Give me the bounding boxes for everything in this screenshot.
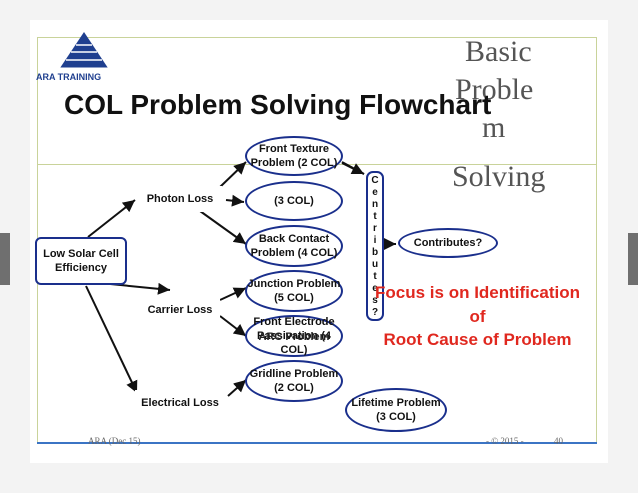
side-text-2: Proble — [455, 73, 534, 106]
vertical-char: r — [373, 223, 377, 234]
side-text-3: m — [482, 111, 506, 144]
node-contributes-label: Contributes? — [413, 236, 483, 249]
vertical-char: t — [373, 211, 377, 222]
right-tab — [628, 233, 638, 285]
node-electrical-loss: Electrical Loss — [135, 390, 225, 416]
node-front-texture-label: Front Texture Problem (2 COL) — [250, 142, 338, 169]
node-junction: Junction Problem (5 COL) — [245, 270, 343, 312]
vertical-char: n — [371, 199, 379, 210]
vertical-char: e — [372, 283, 378, 294]
node-low-solar-cell: Low Solar Cell Efficiency — [35, 237, 127, 285]
footer-right: - © 2015 - — [486, 436, 524, 446]
vertical-char: b — [371, 247, 379, 258]
arrow-electrical-to-gridline — [227, 379, 247, 397]
page-title: COL Problem Solving Flowchart — [64, 89, 492, 120]
node-front-texture: Front Texture Problem (2 COL) — [245, 136, 343, 176]
vertical-char: s — [372, 295, 378, 306]
footer-left: ARA (Dec 15) — [88, 436, 141, 446]
node-carrier-loss: Carrier Loss — [140, 297, 220, 323]
node-photon-loss-label: Photon Loss — [146, 192, 214, 205]
node-carrier-loss-label: Carrier Loss — [147, 303, 213, 316]
arrow-low-to-photon — [87, 199, 136, 238]
focus-line-1: Focus is on Identification — [375, 283, 580, 302]
node-back-contact-label: Back Contact Problem (4 COL) — [250, 232, 338, 259]
vertical-char: C — [371, 175, 379, 186]
logo-text: ARA TRAINING — [36, 72, 102, 82]
node-gridline: Gridline Problem (2 COL) — [245, 360, 343, 402]
node-lifetime-label: Lifetime Problem (3 COL) — [351, 396, 441, 423]
focus-line-3: Root Cause of Problem — [383, 330, 572, 349]
arrow-photon-to-texture — [219, 161, 247, 188]
arrow-photon-to-backcontact — [199, 210, 247, 245]
vertical-char: t — [373, 271, 377, 282]
vertical-char: ? — [371, 307, 379, 318]
node-low-solar-cell-label: Low Solar Cell Efficiency — [43, 247, 119, 274]
node-junction-label: Junction Problem (5 COL) — [247, 277, 341, 304]
node-gridline-label: Gridline Problem (2 COL) — [249, 367, 339, 394]
side-text-4: Solving — [452, 160, 546, 193]
vertical-char: u — [371, 259, 379, 270]
node-front-electrode: Front Electrode Passivation (4 COL) — [245, 315, 343, 357]
node-lifetime: Lifetime Problem (3 COL) — [345, 388, 447, 432]
arrow-low-to-electrical — [85, 285, 138, 394]
vertical-char: i — [373, 235, 377, 246]
node-photon-loss: Photon Loss — [138, 186, 222, 212]
node-arc-problem: ARC Problem — [250, 330, 338, 344]
footer-page: 40 — [554, 436, 563, 446]
node-arc-problem-label: ARC Problem — [258, 330, 330, 343]
arrow-carrier-to-electrode — [219, 315, 247, 337]
arrow-photon-to-3col — [225, 194, 245, 207]
vertical-char: e — [372, 187, 378, 198]
node-3col-label: (3 COL) — [274, 194, 314, 207]
node-contributes: Contributes? — [398, 228, 498, 258]
footer-rule — [37, 442, 597, 444]
node-3col: (3 COL) — [245, 181, 343, 221]
left-tab — [0, 233, 10, 285]
focus-line-2: of — [469, 307, 486, 326]
node-back-contact: Back Contact Problem (4 COL) — [245, 225, 343, 267]
arrow-carrier-to-junction — [219, 287, 247, 301]
node-electrical-loss-label: Electrical Loss — [141, 396, 219, 409]
side-text-1: Basic — [465, 35, 532, 68]
node-front-electrode-label: Front Electrode Passivation (4 COL) — [253, 315, 335, 357]
